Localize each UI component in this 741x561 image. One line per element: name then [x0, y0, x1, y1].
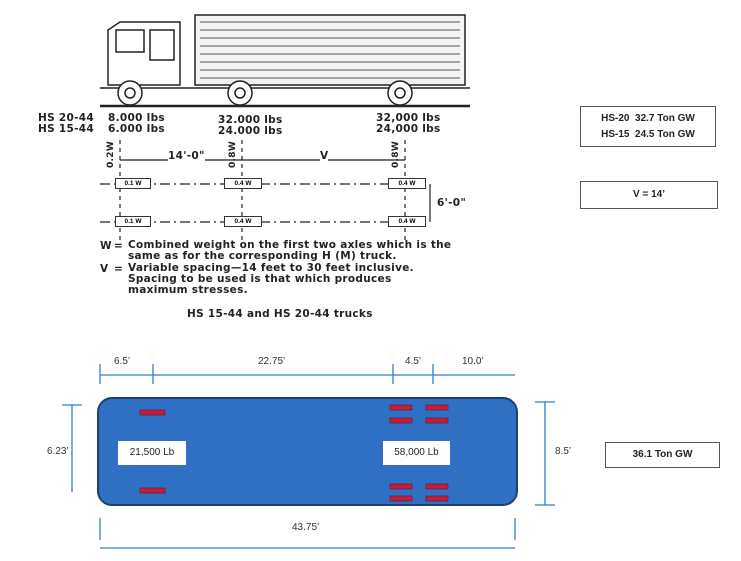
v-value-box: V = 14’	[580, 181, 718, 209]
fixed-spacing: 14'-0"	[168, 150, 205, 162]
dim-front-overhang: 6.5’	[114, 356, 131, 367]
hs20-gross-weight: HS-20 32.7 Ton GW	[601, 113, 695, 124]
rear-axle-load: 58,000 Lb	[383, 441, 450, 465]
hs20-label: HS 20-44	[38, 112, 94, 124]
dim-axle-width: 6.23’	[47, 446, 69, 457]
note-w-eq: =	[114, 240, 124, 252]
mid-axle-fraction: 0.8W	[228, 140, 238, 168]
hs20-rear: 32,000 lbs	[376, 112, 441, 124]
hs20-mid: 32.000 lbs	[218, 114, 283, 126]
bus-body	[97, 397, 518, 506]
dim-tandem-spacing: 4.5’	[405, 356, 422, 367]
gross-weight-box: HS-20 32.7 Ton GW HS-15 24.5 Ton GW	[580, 106, 716, 147]
hs20-front: 8.000 lbs	[108, 112, 165, 124]
wheel-load-front-bottom: 0.1 W	[115, 216, 151, 227]
dim-overall-length: 43.75’	[292, 522, 320, 533]
wheel-load-rear-top: 0.4 W	[388, 178, 426, 189]
wheel-load-mid-top: 0.4 W	[224, 178, 262, 189]
variable-spacing: V	[320, 150, 329, 162]
bus-gross-weight-box: 36.1 Ton GW	[605, 442, 720, 468]
note-v-text: Variable spacing—14 feet to 30 feet incl…	[128, 262, 414, 296]
note-v-eq: =	[114, 263, 124, 275]
hs15-gross-weight: HS-15 24.5 Ton GW	[601, 129, 695, 140]
dim-body-width: 8.5’	[555, 446, 572, 457]
wheel-load-rear-bottom: 0.4 W	[388, 216, 426, 227]
front-axle-fraction: 0.2W	[106, 140, 116, 168]
hs15-front: 6.000 lbs	[108, 123, 165, 135]
rear-axle-fraction: 0.8W	[391, 140, 401, 168]
note-w-text: Combined weight on the first two axles w…	[128, 239, 452, 262]
hs15-label: HS 15-44	[38, 123, 94, 135]
track-width: 6'-0"	[437, 197, 467, 209]
wheel-load-mid-bottom: 0.4 W	[224, 216, 262, 227]
wheel-load-front-top: 0.1 W	[115, 178, 151, 189]
dim-wheelbase: 22.75’	[258, 356, 286, 367]
note-w-symbol: W	[100, 240, 112, 252]
front-axle-load: 21,500 Lb	[118, 441, 186, 465]
figure-caption: HS 15-44 and HS 20-44 trucks	[187, 308, 373, 320]
note-v-symbol: V	[100, 263, 109, 275]
hs15-rear: 24,000 lbs	[376, 123, 441, 135]
dim-rear-overhang: 10.0’	[462, 356, 484, 367]
hs15-mid: 24.000 lbs	[218, 125, 283, 137]
